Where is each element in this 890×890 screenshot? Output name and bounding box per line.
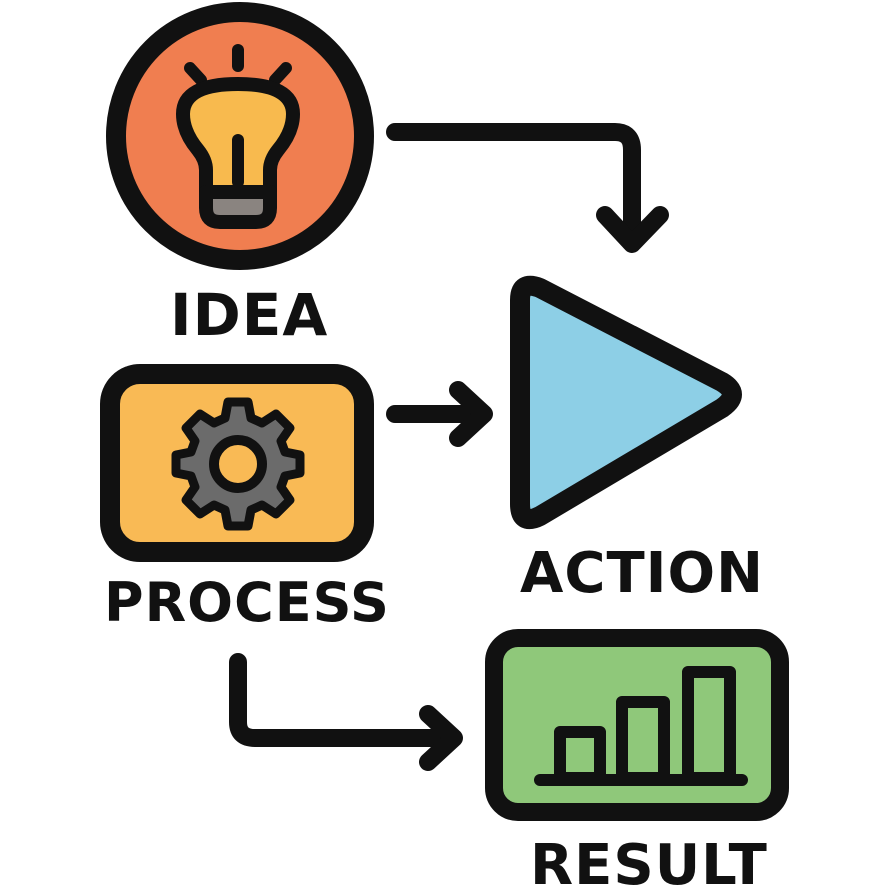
process-node (100, 364, 374, 562)
arrow-process-to-action (386, 381, 493, 447)
idea-node (106, 2, 374, 270)
action-node (510, 275, 742, 529)
arrow-idea-to-action (386, 123, 669, 253)
process-label: PROCESS (104, 571, 390, 634)
action-label: ACTION (520, 541, 764, 606)
result-node (485, 629, 789, 821)
result-label: RESULT (530, 833, 768, 890)
bar-chart-icon (534, 666, 748, 786)
play-triangle-icon (510, 275, 742, 529)
lightbulb-icon (176, 44, 300, 229)
arrow-process-to-result (229, 653, 463, 771)
gear-icon (171, 397, 305, 531)
idea-label: IDEA (170, 281, 329, 349)
